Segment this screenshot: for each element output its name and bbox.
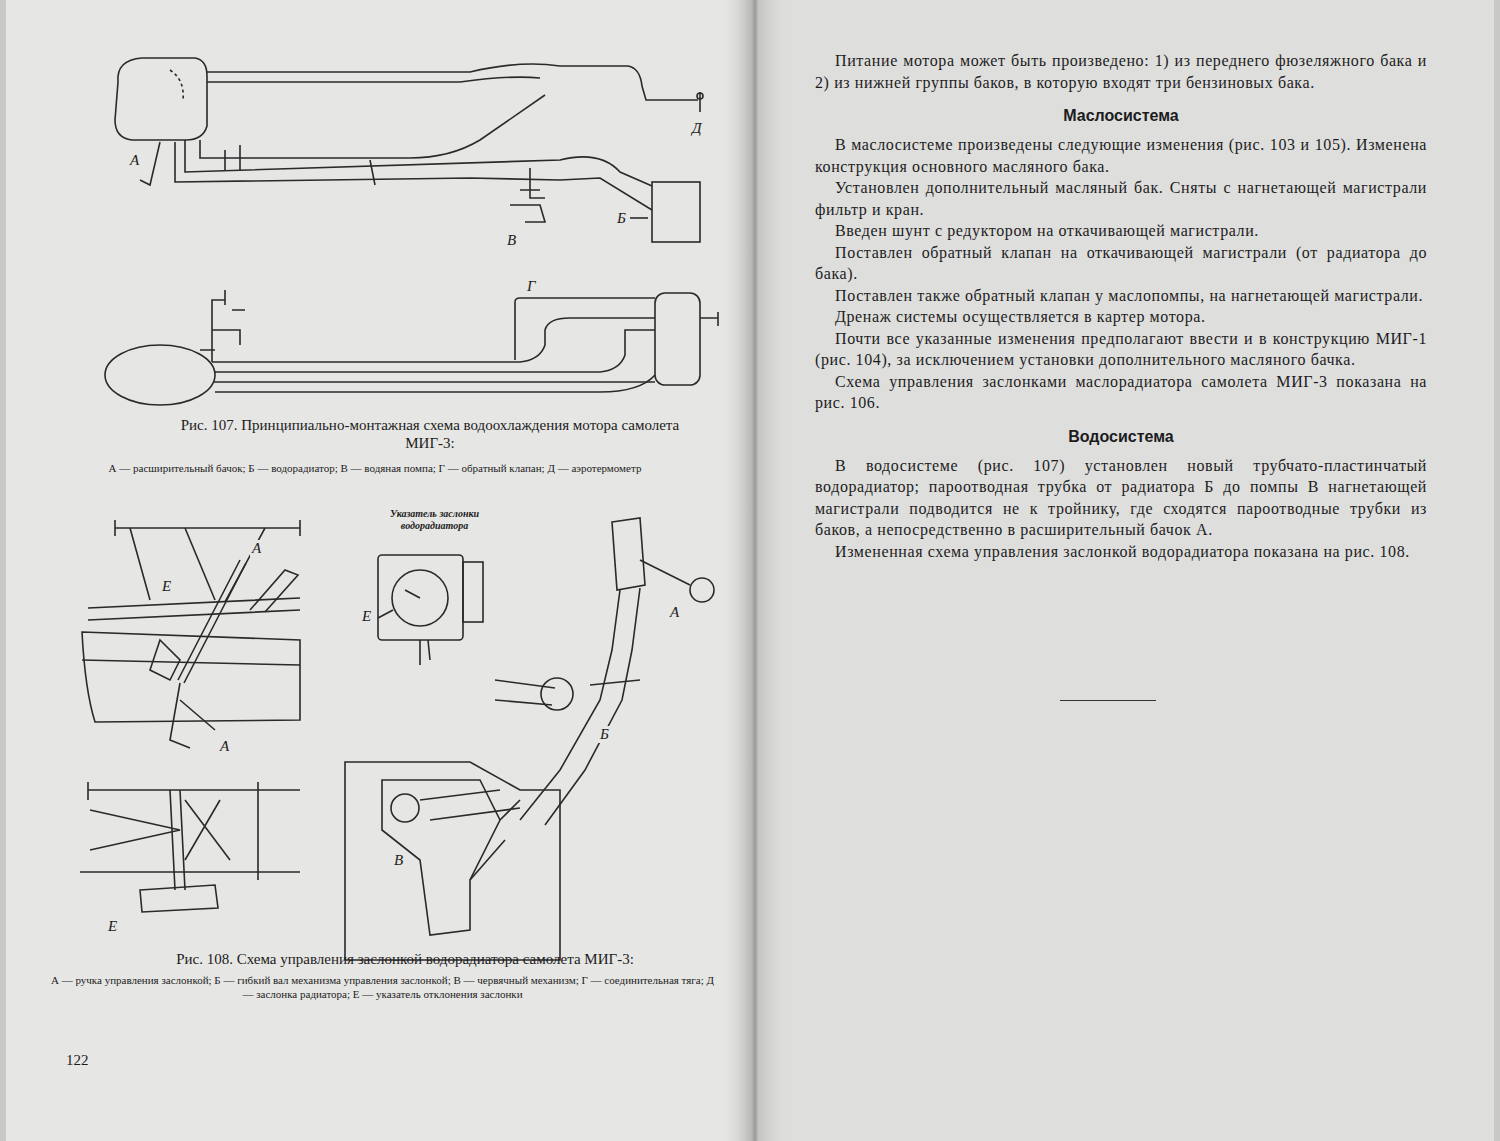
- body-paragraph: Питание мотора может быть произведено: 1…: [815, 50, 1427, 93]
- body-paragraph: В маслосистеме произведены следующие изм…: [815, 134, 1427, 177]
- text-column: Питание мотора может быть произведено: 1…: [815, 50, 1427, 562]
- cooling-scheme-bottom: [105, 290, 718, 405]
- right-page: [752, 0, 1500, 1141]
- body-paragraph: В водосистеме (рис. 107) установлен новы…: [815, 455, 1427, 541]
- body-paragraph: Введен шунт с редуктором на откачивающей…: [815, 220, 1427, 242]
- callout-letter: А: [250, 540, 263, 557]
- body-paragraph: Почти все указанные изменения предполага…: [815, 328, 1427, 371]
- callout-letter: В: [392, 852, 405, 869]
- body-paragraph: Поставлен обратный клапан на откачивающе…: [815, 242, 1427, 285]
- figure-caption: Рис. 107. Принципиально-монтажная схема …: [170, 416, 690, 452]
- section-heading: Маслосистема: [815, 107, 1427, 125]
- left-page: [0, 0, 752, 1141]
- book-spine: [720, 0, 790, 1141]
- callout-letter: А: [668, 604, 681, 621]
- callout-letter: Е: [106, 918, 119, 935]
- figure-key: А — расширительный бачок; Б — водорадиат…: [30, 462, 720, 476]
- callout-letter: Е: [160, 578, 173, 595]
- callout-letter: Е: [360, 608, 373, 625]
- body-paragraph: Дренаж системы осуществляется в картер м…: [815, 306, 1427, 328]
- section-heading: Водосистема: [815, 428, 1427, 446]
- body-paragraph: Установлен дополнительный масляный бак. …: [815, 177, 1427, 220]
- body-paragraph: Схема управления заслонками маслорадиато…: [815, 371, 1427, 414]
- page-edge: [1494, 0, 1500, 1141]
- callout-letter: В: [505, 232, 518, 249]
- figure-caption: Рис. 108. Схема управления заслонкой вод…: [110, 950, 700, 968]
- indicator-title: Указатель заслонки водорадиатора: [372, 508, 497, 531]
- page-edge: [0, 0, 6, 1141]
- damper-indicator: [378, 555, 483, 665]
- cooling-scheme-top: [115, 58, 703, 242]
- figure-key: А — ручка управления заслонкой; Б — гибк…: [50, 974, 715, 1002]
- damper-mechanism: [345, 518, 714, 960]
- page-number: 122: [66, 1052, 89, 1069]
- callout-letter: А: [218, 738, 231, 755]
- body-paragraph: Измененная схема управления заслонкой во…: [815, 541, 1427, 563]
- callout-letter: Б: [598, 726, 611, 743]
- callout-letter: Г: [525, 278, 538, 295]
- callout-letter: А: [128, 152, 141, 169]
- callout-letter: Б: [615, 210, 628, 227]
- callout-letter: Д: [690, 120, 704, 137]
- body-paragraph: Поставлен также обратный клапан у маслоп…: [815, 285, 1427, 307]
- section-rule: [1060, 700, 1156, 701]
- damper-control-frame: [80, 520, 300, 912]
